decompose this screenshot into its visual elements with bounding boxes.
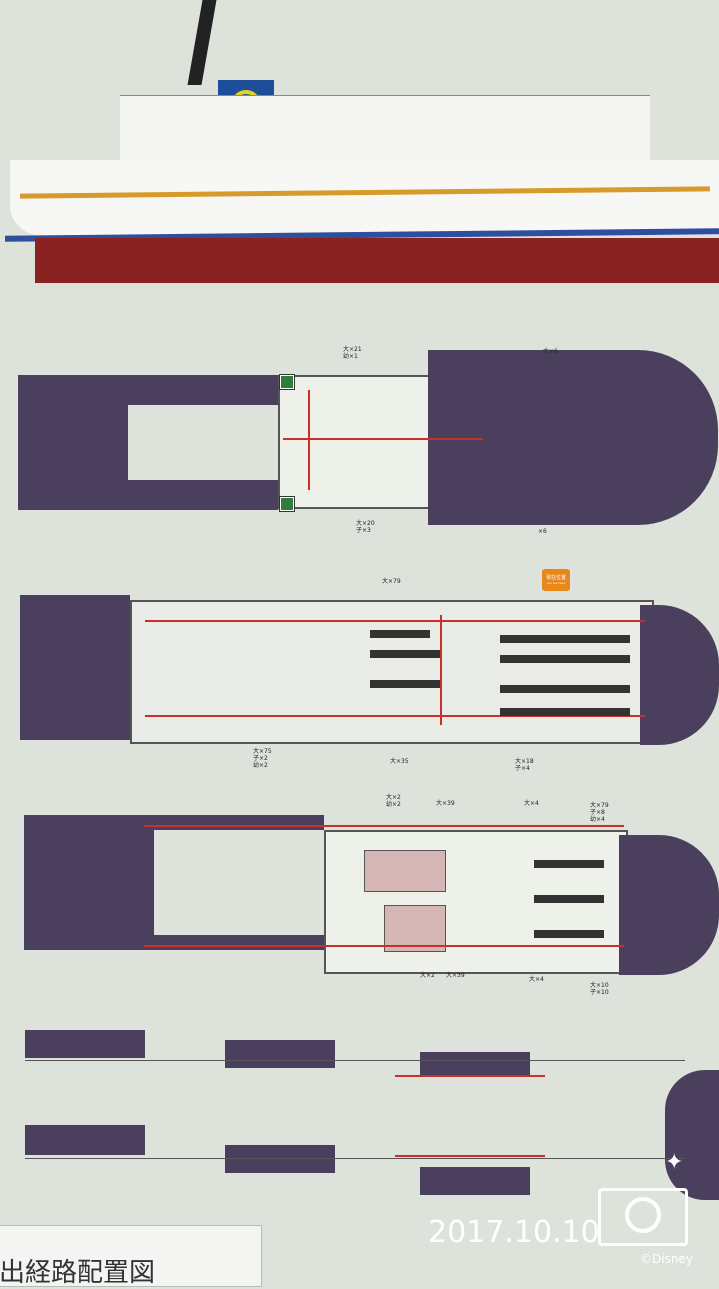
caption-sign: 出経路配置図 — [0, 1225, 262, 1288]
ship-profile — [0, 0, 719, 290]
capacity-label: 大×2 — [420, 972, 435, 979]
sparkle-icon: ✦ — [665, 1150, 684, 1175]
car-deck-plan — [25, 1030, 719, 1200]
photo-date-stamp: 2017.10.10 — [428, 1215, 600, 1250]
mast — [187, 0, 217, 85]
capacity-label: 大×2 幼×2 — [386, 794, 401, 808]
capacity-label: ×6 — [538, 528, 547, 535]
superstructure — [120, 95, 650, 166]
photo-brand-stamp: ©Disney — [640, 1252, 693, 1266]
hull-white — [10, 160, 719, 235]
capacity-label: 大×4 — [529, 976, 544, 983]
you-are-here-marker: 現在位置 You are here — [542, 569, 570, 591]
capacity-label: 大×21 幼×1 — [343, 346, 362, 360]
capacity-label: 大×20 子×3 — [356, 520, 375, 534]
capacity-label: 大×6 — [543, 348, 558, 355]
deck-2-plan: 大×2 幼×2 大×39 大×4 大×79 子×8 幼×4 大×2 大×39 大… — [24, 794, 719, 996]
capacity-label: 大×10 子×10 — [590, 982, 609, 996]
capacity-label: 大×75 子×2 幼×2 — [253, 748, 272, 769]
capacity-label: 大×39 — [436, 800, 455, 807]
capacity-label: 大×35 — [390, 758, 409, 765]
camera-icon — [598, 1188, 688, 1246]
exit-icon — [279, 374, 295, 390]
capacity-label: 大×79 — [382, 578, 401, 585]
deck-4-plan: 大×21 幼×1 大×6 大×20 子×3 ×6 — [18, 346, 718, 535]
exit-icon — [279, 496, 295, 512]
capacity-label: 大×39 — [446, 972, 465, 979]
caption-text: 出経路配置図 — [0, 1258, 156, 1288]
capacity-label: 大×4 — [524, 800, 539, 807]
capacity-label: 大×18 子×4 — [515, 758, 534, 772]
capacity-label: 大×79 子×8 幼×4 — [590, 802, 609, 823]
deck-3-plan: 大×79 大×75 子×2 幼×2 大×35 大×18 子×4 — [20, 578, 719, 772]
lower-hull — [35, 238, 719, 283]
